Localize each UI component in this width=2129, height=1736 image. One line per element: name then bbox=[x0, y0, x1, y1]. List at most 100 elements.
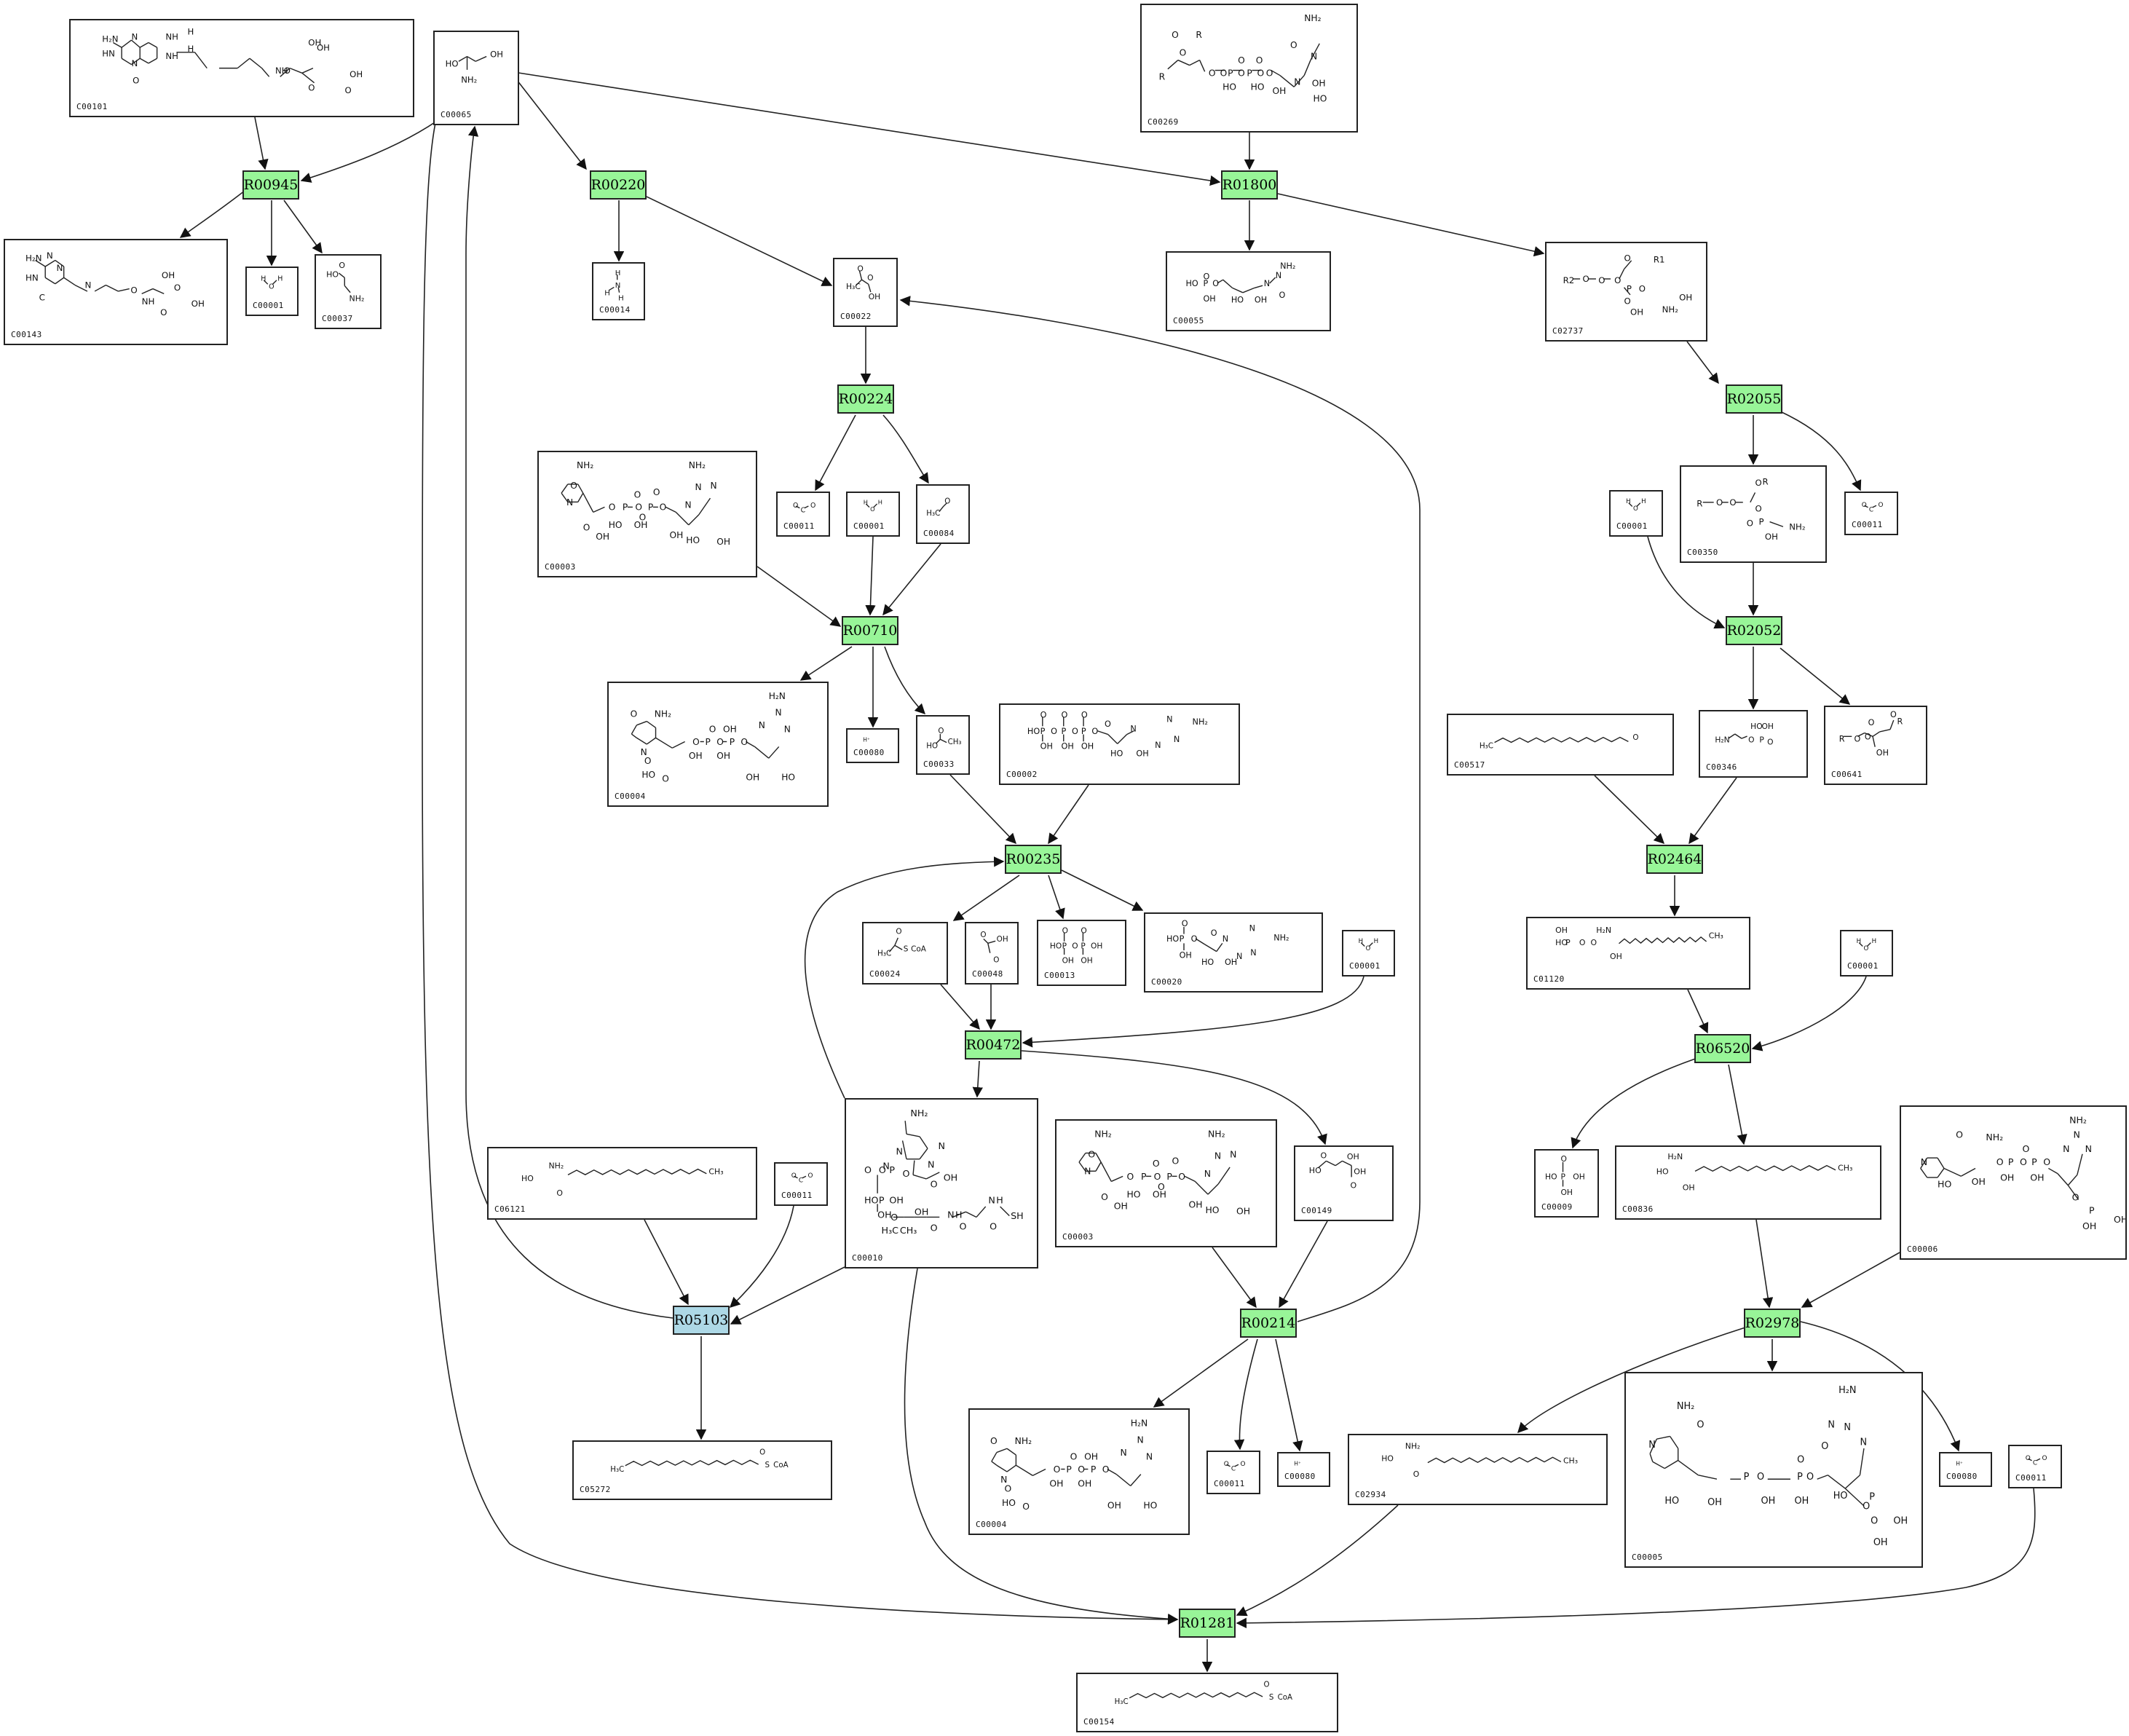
reaction-r00472[interactable]: R00472 bbox=[965, 1030, 1022, 1060]
reaction-r01800[interactable]: R01800 bbox=[1221, 170, 1278, 200]
atom-label: N bbox=[685, 500, 692, 510]
atom-label: H⁺ bbox=[1956, 1461, 1963, 1467]
reaction-r02055[interactable]: R02055 bbox=[1726, 384, 1782, 414]
atom-label: P bbox=[1797, 1472, 1803, 1483]
reaction-r01281[interactable]: R01281 bbox=[1179, 1609, 1236, 1638]
edge-r01800-c02737 bbox=[1277, 193, 1545, 257]
atom-label: O bbox=[1755, 503, 1762, 513]
atom-label: O bbox=[1598, 275, 1605, 285]
compound-c00080[interactable]: H⁺C00080 bbox=[1277, 1452, 1330, 1487]
atom-label: HO bbox=[1664, 1496, 1679, 1507]
atom-label: N bbox=[1250, 948, 1256, 958]
atom-label: N bbox=[1174, 735, 1180, 744]
atom-label: P bbox=[1141, 1171, 1147, 1182]
reaction-r00710[interactable]: R00710 bbox=[842, 616, 898, 645]
atom-label: O bbox=[1102, 1464, 1110, 1475]
atom-label: O bbox=[716, 737, 724, 747]
atom-label: N bbox=[1921, 1156, 1927, 1167]
reaction-r02978[interactable]: R02978 bbox=[1744, 1309, 1801, 1338]
atom-label: HO bbox=[1205, 1204, 1219, 1215]
atom-label: OH bbox=[1084, 1451, 1098, 1461]
reaction-r05103[interactable]: R05103 bbox=[673, 1306, 730, 1335]
atom-label: NH₂ bbox=[1662, 304, 1678, 315]
compound-c00006[interactable]: ONH₂NH₂NNNNOPOPOOHOOHOHOHOPOHOHC00006 bbox=[1900, 1105, 2127, 1260]
atom-label: CH₃ bbox=[1709, 931, 1723, 941]
reaction-r00224[interactable]: R00224 bbox=[837, 384, 894, 414]
reaction-r02052[interactable]: R02052 bbox=[1726, 616, 1782, 645]
atom-label: N bbox=[896, 1145, 902, 1156]
atom-label: O bbox=[1956, 1129, 1963, 1140]
compound-c00080[interactable]: H⁺C00080 bbox=[1939, 1452, 1992, 1487]
atom-label: N bbox=[1294, 77, 1300, 87]
reaction-r02464[interactable]: R02464 bbox=[1646, 845, 1703, 874]
edge-r00214-c00080 bbox=[1275, 1338, 1303, 1452]
reaction-r00220[interactable]: R00220 bbox=[590, 170, 647, 200]
atom-label: H bbox=[955, 1209, 963, 1220]
atom-label: OH bbox=[1153, 1189, 1166, 1200]
structure-co2: OCO bbox=[793, 502, 815, 515]
reaction-r06520[interactable]: R06520 bbox=[1694, 1034, 1751, 1063]
atom-label: O bbox=[867, 273, 873, 283]
edge-c02934-r01281 bbox=[1236, 1504, 1399, 1617]
atom-label: NH₂ bbox=[1273, 933, 1289, 942]
reaction-r00235[interactable]: R00235 bbox=[1005, 845, 1062, 874]
reaction-r00945[interactable]: R00945 bbox=[242, 170, 299, 200]
compound-id: C00836 bbox=[1622, 1204, 1654, 1214]
edge-r00224-c00011 bbox=[815, 414, 856, 492]
compound-id: C00346 bbox=[1706, 762, 1737, 772]
atom-label: O bbox=[1614, 275, 1621, 285]
atom-label: HO bbox=[1231, 295, 1244, 304]
edge-c01120-r06520 bbox=[1687, 989, 1709, 1034]
compound-c00080[interactable]: H⁺C00080 bbox=[846, 728, 899, 763]
atom-label: N bbox=[85, 280, 92, 291]
reaction-r00214[interactable]: R00214 bbox=[1240, 1309, 1297, 1338]
atom-label: O bbox=[1180, 47, 1187, 58]
compound-id: C00011 bbox=[1852, 520, 1883, 529]
